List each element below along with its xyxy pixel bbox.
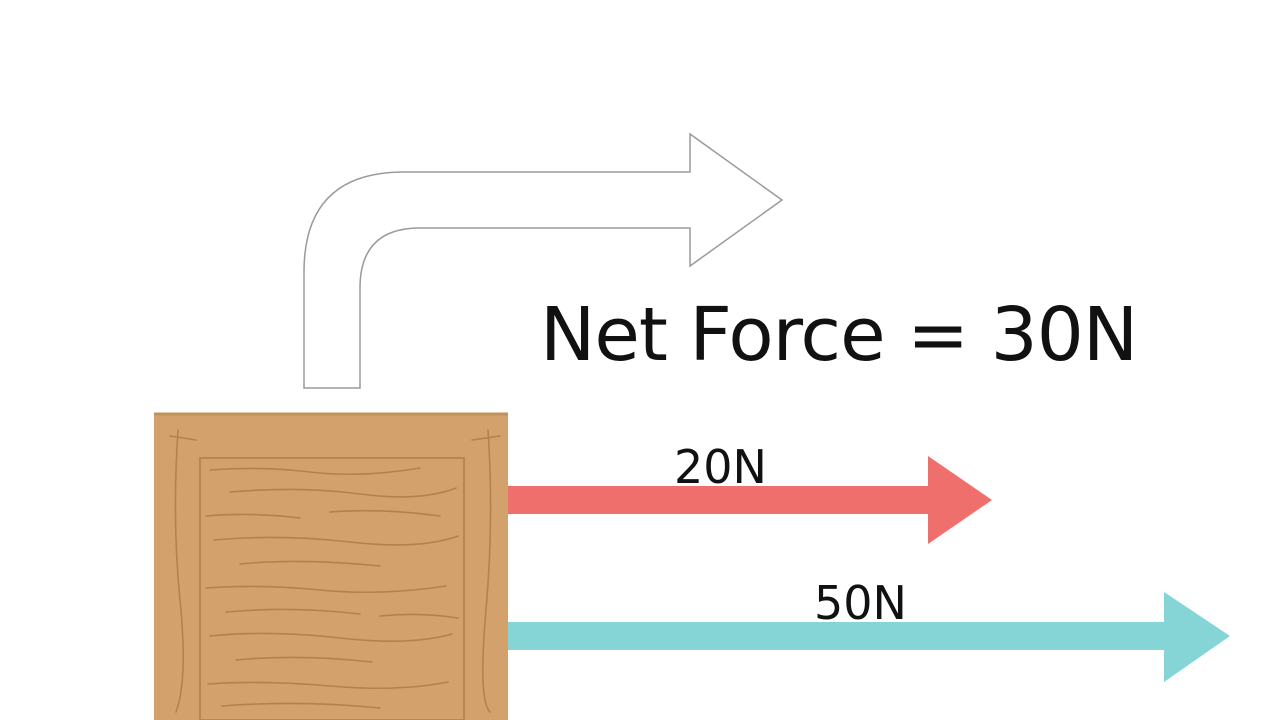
force-arrow-50n-head — [1164, 592, 1230, 682]
force-arrow-50n — [506, 592, 1230, 682]
force-arrow-20n-head — [928, 456, 992, 544]
net-direction-arrow — [303, 132, 784, 389]
crate-body — [154, 414, 508, 720]
force-50n-label: 50N — [814, 576, 907, 630]
net-force-label: Net Force = 30N — [540, 292, 1138, 378]
force-arrow-20n — [506, 456, 992, 544]
crate-wood-grain — [169, 429, 501, 713]
crate-inner-panel — [199, 457, 465, 720]
force-arrow-20n-shaft — [506, 486, 930, 514]
force-20n-label: 20N — [674, 440, 767, 494]
wooden-crate — [154, 412, 508, 720]
force-arrow-50n-shaft — [506, 622, 1166, 650]
